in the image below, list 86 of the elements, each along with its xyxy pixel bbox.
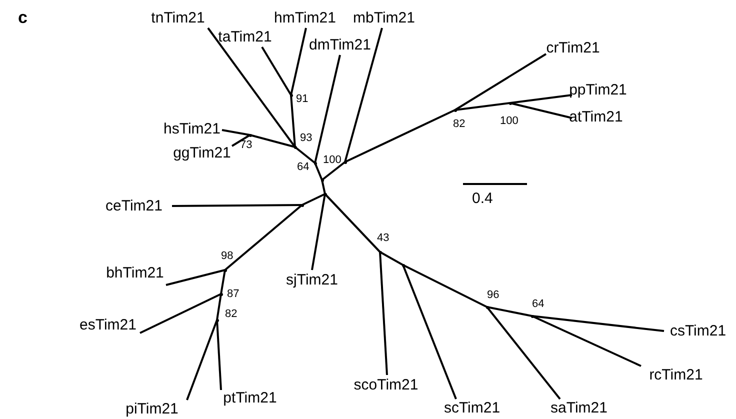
- tree-branch: [224, 204, 303, 271]
- taxon-label: mbTim21: [353, 10, 415, 26]
- branch-point: [294, 146, 296, 148]
- bootstrap-value: 100: [500, 115, 518, 127]
- taxon-label: hsTim21: [164, 120, 220, 138]
- taxon-label: sjTim21: [286, 272, 338, 288]
- taxon-label: scTim21: [444, 400, 500, 416]
- taxon-label: esTim21: [80, 316, 136, 334]
- taxon-label: ggTim21: [173, 144, 231, 162]
- taxon-label: rcTim21: [649, 366, 703, 384]
- bootstrap-value: 43: [377, 232, 390, 244]
- branch-point: [454, 108, 456, 112]
- taxon-label: piTim21: [126, 400, 178, 418]
- tree-branch: [344, 109, 456, 163]
- taxon-label: bhTim21: [106, 264, 164, 282]
- branch-point: [216, 318, 218, 322]
- tree-branch: [454, 102, 510, 111]
- tree-branch: [324, 193, 381, 253]
- bootstrap-value: 93: [300, 132, 312, 144]
- taxon-label: csTim21: [670, 322, 726, 340]
- tree-branch: [454, 53, 547, 111]
- taxon-label: crTim21: [546, 40, 600, 56]
- taxon-label: dmTim21: [309, 36, 371, 54]
- bootstrap-value: 96: [487, 289, 500, 301]
- taxon-label: saTim21: [550, 400, 608, 416]
- branch-point: [290, 94, 292, 96]
- branch-point: [402, 264, 404, 266]
- bootstrap-value: 100: [323, 154, 342, 166]
- taxon-label: hmTim21: [274, 10, 336, 26]
- bootstrap-value: 91: [296, 93, 308, 105]
- bootstrap-value: 87: [227, 288, 240, 300]
- tree-branch: [172, 204, 302, 207]
- branch-point: [300, 204, 304, 206]
- tree-branch: [231, 134, 251, 147]
- tree-branch: [321, 180, 326, 194]
- tree-branch: [166, 269, 226, 286]
- tree-branch: [207, 27, 296, 148]
- tree-branch: [216, 320, 222, 390]
- tree-branch: [510, 94, 572, 104]
- branch-point: [486, 306, 488, 308]
- bootstrap-value: 64: [297, 161, 310, 173]
- tree-branch: [532, 315, 642, 367]
- tree-branch: [250, 134, 296, 148]
- panel-letter: c: [18, 8, 28, 28]
- tree-branch: [290, 28, 307, 96]
- tree-branch: [532, 315, 664, 332]
- tree-branch: [302, 193, 326, 206]
- tree-branch: [314, 162, 323, 180]
- branch-point: [224, 268, 226, 272]
- tree-branch: [311, 194, 326, 270]
- tree-branch: [222, 129, 250, 136]
- branch-point: [248, 134, 252, 136]
- taxon-label: ceTim21: [106, 198, 162, 214]
- tree-branch: [314, 54, 341, 164]
- tree-branch: [380, 251, 404, 266]
- tree-branch: [261, 46, 292, 96]
- tree-branch: [486, 306, 532, 317]
- tree-branch: [220, 270, 226, 294]
- taxon-label: tnTim21: [151, 10, 205, 26]
- tree-branch: [290, 94, 296, 148]
- branch-point: [508, 102, 512, 104]
- tree-branch: [486, 306, 561, 400]
- tree-branch: [379, 252, 388, 376]
- tree-branch: [402, 264, 488, 308]
- tree-branch: [140, 293, 222, 334]
- taxon-label: ptTim21: [223, 390, 277, 406]
- bootstrap-value: 98: [221, 250, 234, 262]
- tree-branch: [321, 161, 346, 181]
- bootstrap-value: 64: [532, 298, 544, 310]
- branch-point: [530, 314, 534, 318]
- bootstrap-value: 73: [240, 139, 252, 151]
- taxon-label: taTim21: [218, 28, 272, 46]
- tree-branch: [294, 146, 316, 164]
- branch-point: [344, 160, 346, 164]
- taxon-label: ppTim21: [569, 82, 627, 98]
- tree-branch: [186, 320, 218, 400]
- bootstrap-value: 82: [225, 308, 238, 320]
- taxon-label: atTim21: [569, 108, 623, 126]
- tree-branch: [216, 294, 222, 320]
- branch-point: [220, 292, 222, 296]
- tree-branch: [510, 102, 572, 119]
- bootstrap-value: 82: [453, 118, 466, 130]
- taxon-label: scoTim21: [354, 376, 418, 394]
- tree-branch: [344, 28, 383, 162]
- scale-value: 0.4: [472, 190, 493, 207]
- tree-branch: [402, 264, 457, 400]
